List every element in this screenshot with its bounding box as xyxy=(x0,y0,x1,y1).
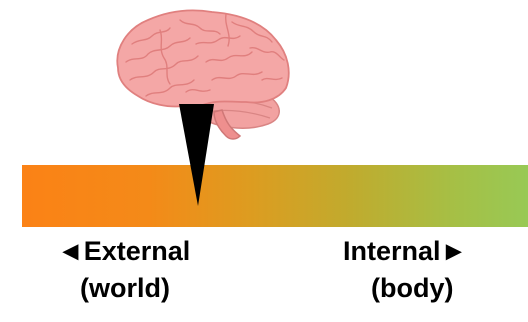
internal-label: Internal► xyxy=(343,235,467,267)
body-label: (body) xyxy=(371,272,453,304)
world-label: (world) xyxy=(80,272,170,304)
external-label: ◄External xyxy=(57,235,190,267)
